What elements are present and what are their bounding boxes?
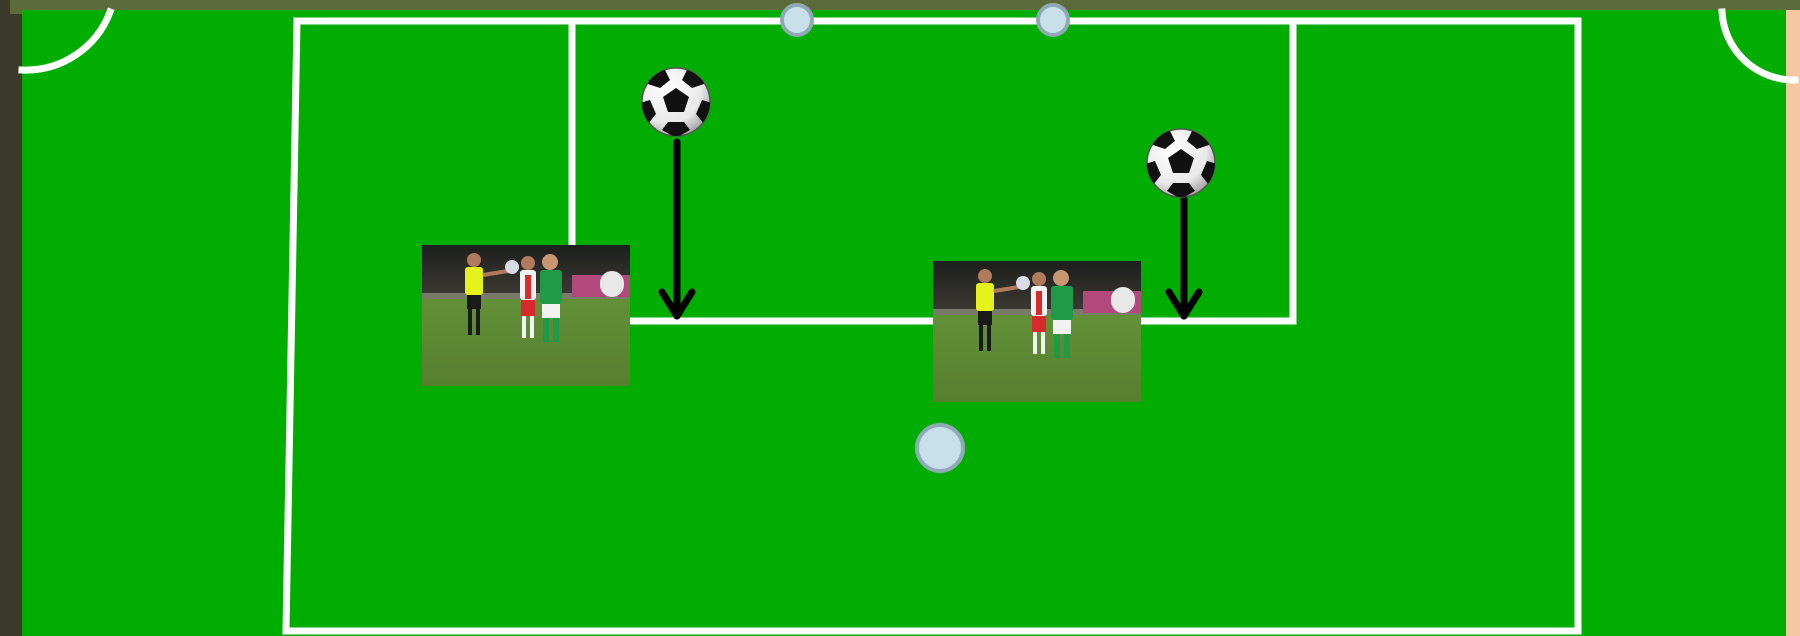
referee-coin-toss-photo-left: [422, 245, 630, 386]
goal-post-marker-left: [780, 3, 814, 37]
corner-arc-left: [18, 7, 115, 74]
referee-coin-toss-photo-right: [933, 261, 1141, 402]
down-arrow-icon: [658, 138, 696, 320]
penalty-area-left-line: [282, 17, 301, 634]
soccer-ball-icon: [1146, 128, 1216, 198]
markers: [780, 3, 1070, 473]
corner-arc-right: [1718, 8, 1799, 84]
pitch-lines: [18, 7, 1799, 635]
penalty-spot-marker: [915, 423, 965, 473]
goal-post-marker-right: [1036, 3, 1070, 37]
pitch-right-edge: [1784, 10, 1800, 636]
